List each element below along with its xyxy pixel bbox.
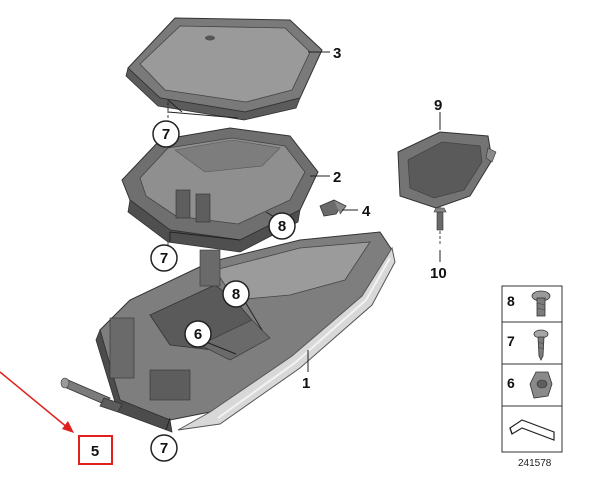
fastener-legend: 8 7 6 [501, 285, 563, 453]
callout-8-middle: 8 [268, 212, 296, 240]
part-4-clip [319, 199, 347, 217]
svg-text:8: 8 [278, 218, 286, 235]
legend-bracket-symbol [509, 419, 555, 441]
legend-item-8: 8 [507, 290, 551, 317]
callout-1: 1 [302, 375, 310, 392]
diagram-id: 241578 [518, 458, 552, 469]
svg-text:7: 7 [160, 250, 168, 267]
callout-4: 4 [362, 203, 371, 220]
part-3-upper-cover [125, 17, 323, 121]
svg-text:7: 7 [162, 126, 170, 143]
legend-item-7: 7 [507, 329, 549, 361]
svg-text:8: 8 [232, 286, 240, 303]
svg-text:7: 7 [507, 333, 515, 349]
callout-6: 6 [184, 320, 212, 348]
part-5-damper [60, 377, 123, 413]
svg-text:6: 6 [194, 326, 202, 343]
svg-text:8: 8 [507, 293, 515, 309]
callout-8-lower: 8 [222, 280, 250, 308]
svg-text:6: 6 [507, 375, 515, 391]
callout-2: 2 [333, 169, 341, 186]
callout-7-bottom: 7 [150, 434, 178, 462]
callout-7-top: 7 [152, 120, 180, 148]
callout-5-highlight: 5 [0, 371, 113, 465]
part-10-screw [433, 206, 447, 246]
legend-item-6: 6 [507, 371, 553, 399]
callout-7-middle: 7 [150, 244, 178, 272]
part-9-side-tray [397, 131, 497, 209]
callout-3: 3 [333, 45, 341, 62]
svg-text:5: 5 [91, 443, 99, 460]
callout-9: 9 [434, 97, 442, 114]
callout-10: 10 [430, 265, 447, 282]
part-2-middle-tray [121, 127, 319, 253]
svg-text:7: 7 [160, 440, 168, 457]
part-1-glovebox-body [95, 231, 396, 433]
